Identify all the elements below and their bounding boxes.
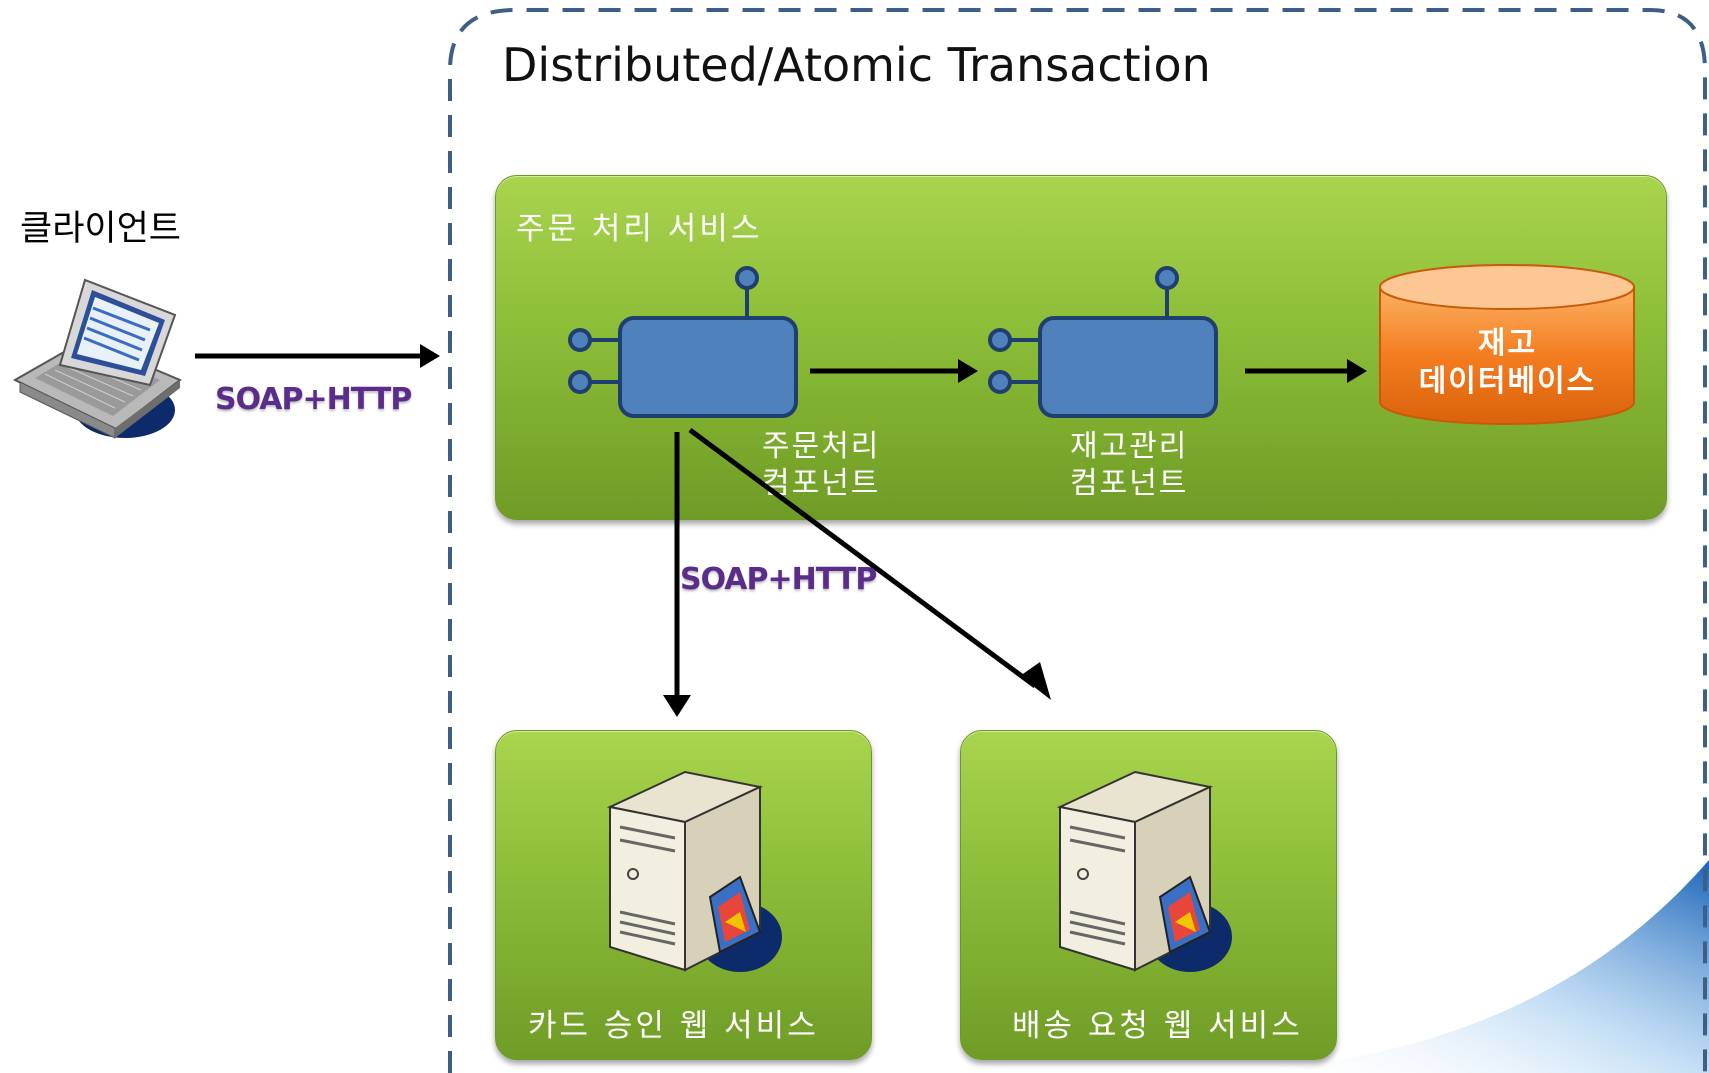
database-line1: 재고 <box>1477 326 1538 361</box>
diagram-title: Distributed/Atomic Transaction <box>502 38 1211 92</box>
shipping-service-label: 배송 요청 웹 서비스 <box>1012 1008 1303 1044</box>
database-icon <box>1379 264 1635 425</box>
inventory-component-label: 재고관리 컴포넌트 <box>1070 428 1188 502</box>
inventory-component-icon <box>988 266 1218 418</box>
database-label: 재고 데이터베이스 <box>1410 325 1605 401</box>
card-server-icon <box>606 770 782 972</box>
inventory-component-line1: 재고관리 <box>1070 429 1189 464</box>
client-protocol-label: SOAP+HTTP <box>215 382 412 417</box>
client-arrow <box>195 344 440 368</box>
order-to-inventory-arrow <box>810 359 978 383</box>
decorative-swoosh <box>1240 860 1709 1073</box>
laptop-icon <box>12 278 182 439</box>
client-label: 클라이언트 <box>20 209 182 249</box>
shipping-server-icon <box>1056 770 1232 972</box>
service-protocol-label: SOAP+HTTP <box>680 562 877 597</box>
card-service-label: 카드 승인 웹 서비스 <box>528 1008 819 1044</box>
inventory-to-database-arrow <box>1245 359 1367 383</box>
order-component-line1: 주문처리 <box>762 429 881 464</box>
order-service-label: 주문 처리 서비스 <box>516 211 763 247</box>
database-line2: 데이터베이스 <box>1418 364 1597 399</box>
order-component-icon <box>568 266 798 418</box>
inventory-component-line2: 컴포넌트 <box>1070 466 1189 501</box>
